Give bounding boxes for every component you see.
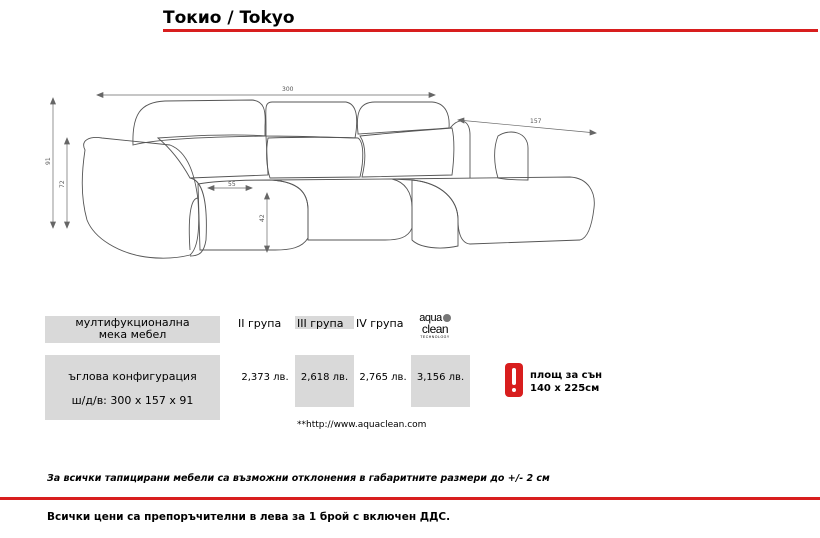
left-arm: [81, 137, 200, 259]
tolerance-note: За всички тапицирани мебели са възможни …: [47, 473, 550, 484]
price-aquaclean: 3,156 лв.: [416, 372, 465, 383]
chaise-seat: [391, 176, 595, 245]
seat-left: [197, 179, 309, 251]
back-cushion-right: [356, 101, 450, 135]
exclamation-icon: [505, 363, 523, 397]
dim-depth: 157: [530, 118, 542, 125]
dim-height: 91: [45, 157, 52, 165]
dim-seat-depth: 55: [228, 181, 236, 188]
cushion-right: [359, 127, 455, 178]
arm-face: [189, 177, 207, 257]
group-header-3-cell: [295, 316, 354, 329]
dim-arm-height: 72: [59, 180, 66, 188]
cushion-middle: [266, 136, 364, 179]
logo-dot-icon: [442, 314, 451, 323]
row2-label-line1: ъглова конфигурация: [68, 370, 197, 383]
header-divider: [163, 29, 818, 32]
price-group-2: 2,373 лв.: [241, 372, 289, 383]
dim-seat-height: 42: [259, 214, 266, 222]
back-cushion-left: [132, 99, 266, 146]
back-side-panel: [449, 120, 471, 178]
seat-middle: [271, 178, 413, 241]
bed-area: площ за сън 140 x 225см: [530, 370, 603, 394]
footer-divider: [0, 497, 820, 500]
sofa-drawing: 300 157 91 72 55 42: [45, 86, 597, 259]
group-header-4: IV група: [356, 317, 404, 330]
price-group-4: 2,765 лв.: [359, 372, 407, 383]
row2-label-cell: [45, 355, 220, 420]
row1-label: мултифукционална мека мебел: [75, 316, 190, 341]
page-title: Токио / Tokyo: [163, 8, 295, 28]
aquaclean-link[interactable]: **http://www.aquaclean.com: [297, 420, 427, 430]
price-footer: Всички цени са препоръчителни в лева за …: [47, 511, 451, 523]
arm-inner: [188, 197, 199, 251]
row1-label-cell: [45, 316, 220, 343]
row2-label-line2: ш/д/в: 300 x 157 x 91: [71, 394, 194, 407]
group-header-3: III група: [297, 317, 344, 330]
dim-width: 300: [282, 86, 294, 93]
back-cushion-middle: [265, 101, 358, 139]
chaise-front: [411, 179, 459, 249]
price-group-3: 2,618 лв.: [300, 372, 349, 383]
group-header-2: II група: [238, 317, 282, 330]
cushion-left: [156, 134, 269, 179]
price-group-3-cell: [295, 355, 354, 407]
chaise-cushion: [494, 131, 529, 181]
price-aquaclean-cell: [411, 355, 470, 407]
aquaclean-logo: aqua clean TECHNOLOGY: [419, 312, 451, 339]
